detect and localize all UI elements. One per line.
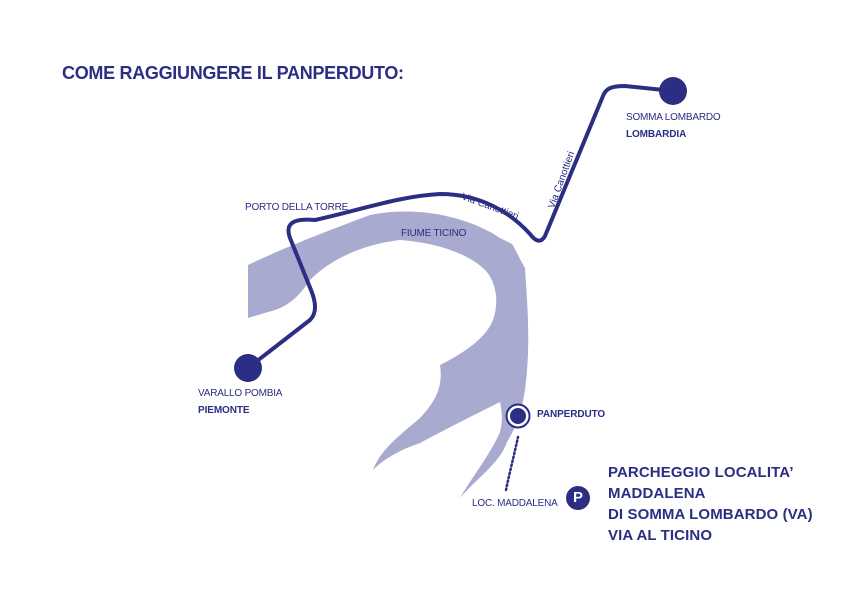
porto-della-torre-label: PORTO DELLA TORRE bbox=[245, 202, 349, 213]
parking-info: PARCHEGGIO LOCALITA’ MADDALENA DI SOMMA … bbox=[608, 462, 813, 546]
page-title: COME RAGGIUNGERE IL PANPERDUTO: bbox=[62, 63, 404, 83]
lombardia-region-label: LOMBARDIA bbox=[626, 129, 687, 140]
parking-icon[interactable]: P bbox=[566, 486, 590, 510]
road-label-via-canottieri-1: Via Canottieri bbox=[460, 191, 520, 222]
river-ticino bbox=[248, 211, 529, 498]
somma-lombardo-marker[interactable] bbox=[659, 77, 687, 105]
piemonte-region-label: PIEMONTE bbox=[198, 405, 250, 416]
panperduto-marker-dot[interactable] bbox=[510, 408, 526, 424]
route-road bbox=[246, 84, 675, 370]
varallo-pombia-label: VARALLO POMBIA bbox=[198, 388, 283, 399]
road-label-via-canottieri-2: Via Canottieri bbox=[546, 150, 577, 210]
footpath-dotted bbox=[504, 435, 520, 492]
panperduto-label: PANPERDUTO bbox=[537, 409, 606, 420]
parking-line-1: PARCHEGGIO LOCALITA’ bbox=[608, 464, 794, 481]
parking-line-2: MADDALENA bbox=[608, 485, 706, 502]
somma-lombardo-label: SOMMA LOMBARDO bbox=[626, 112, 721, 123]
loc-maddalena-label: LOC. MADDALENA bbox=[472, 498, 558, 509]
parking-line-3: DI SOMMA LOMBARDO (VA) bbox=[608, 506, 813, 523]
parking-line-4: VIA AL TICINO bbox=[608, 527, 713, 544]
fiume-ticino-label: FIUME TICINO bbox=[401, 228, 467, 239]
varallo-pombia-marker[interactable] bbox=[234, 354, 262, 382]
